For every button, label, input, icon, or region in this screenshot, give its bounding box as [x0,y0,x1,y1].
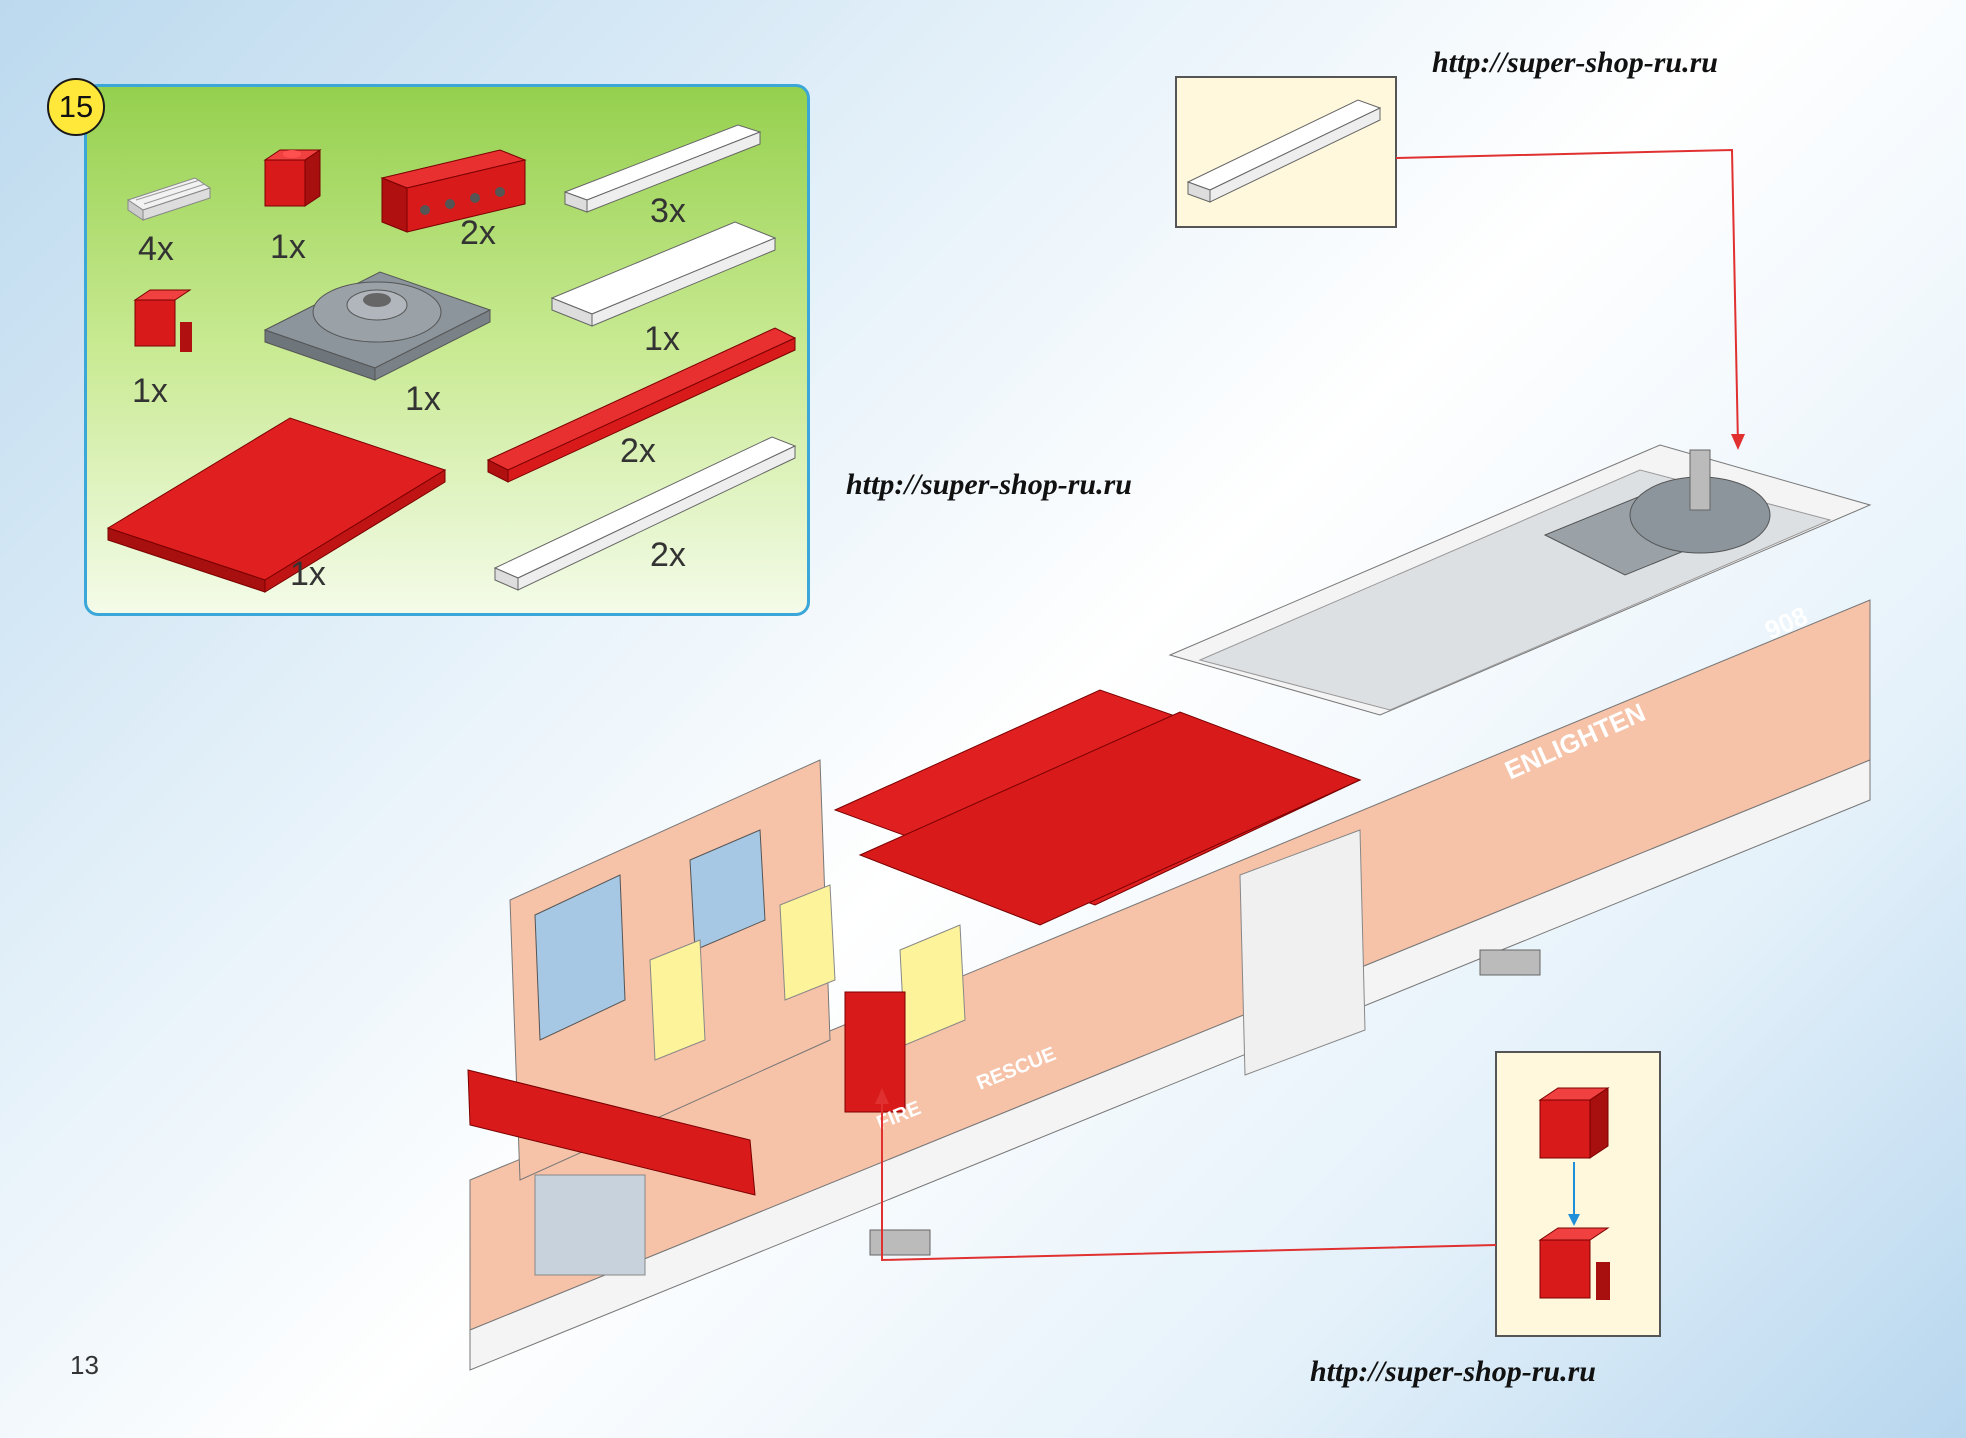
qty-grille-tile: 4x [138,230,174,268]
callout-arrow-bottom [881,1095,1497,1262]
watermark-url-middle: http://super-shop-ru.ru [846,468,1132,501]
red-brick-clip-part [133,289,192,352]
qty-gray-turntable: 1x [405,380,441,418]
callout-red-brick-top [1538,1087,1610,1159]
arrow-head-blue [1568,1214,1580,1226]
watermark-url-bottom: http://super-shop-ru.ru [1310,1355,1596,1388]
red-technic-brick-part [380,149,527,233]
white-plate-2x6-part [550,221,777,327]
qty-red-brick-clip: 1x [132,372,168,410]
white-plate-1x10-part [493,436,797,591]
callout-red-brick-clip [1538,1227,1610,1300]
arrow-head-bottom [875,1088,889,1104]
red-brick-1x1-part [263,149,322,207]
step-number-badge: 15 [47,78,105,136]
white-plate-1x6-part [563,124,762,213]
qty-red-brick-1x1: 1x [270,228,306,266]
gray-turntable-part [263,271,492,381]
callout-white-plate-part [1186,99,1382,203]
watermark-url-top: http://super-shop-ru.ru [1432,46,1718,79]
qty-white-plate-1x10: 2x [650,536,686,574]
qty-red-plate-6x10: 1x [290,555,326,593]
red-plate-6x10-part [106,417,447,593]
qty-white-plate-2x6: 1x [644,320,680,358]
qty-red-technic-brick: 2x [460,214,496,252]
fire-truck-model: ENLIGHTEN 908 FIRE RESCUE [467,444,1872,1371]
red-plate-1x12-part [486,327,797,483]
page-number: 13 [70,1350,99,1380]
arrow-head-top [1731,434,1745,450]
qty-red-plate-1x12: 2x [620,432,656,470]
grille-tile-part [126,177,212,221]
qty-white-plate-1x6: 3x [650,192,686,230]
callout-arrow-top [1395,148,1739,446]
